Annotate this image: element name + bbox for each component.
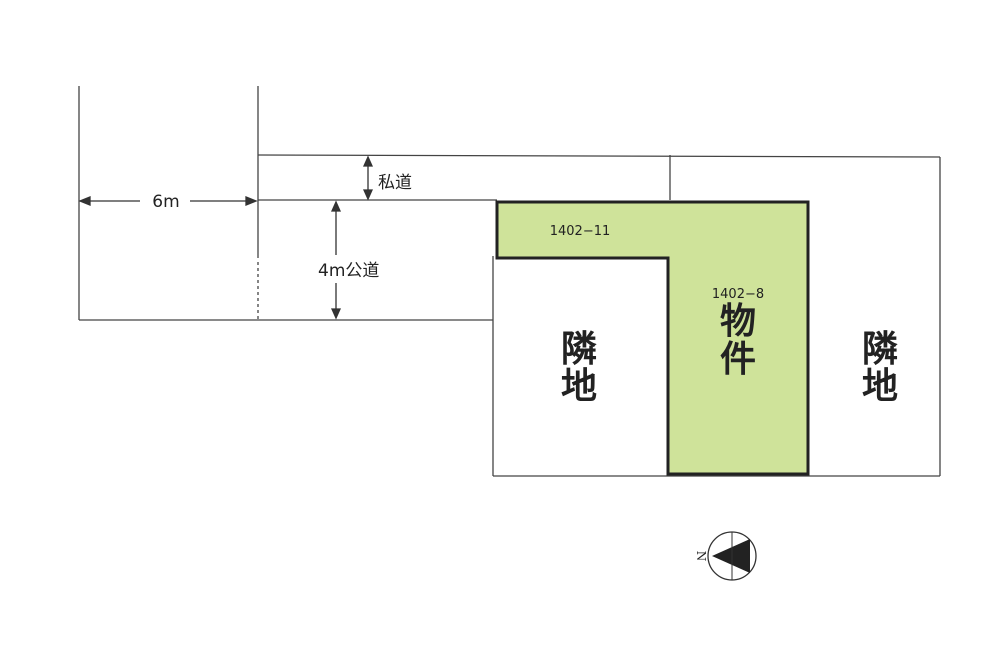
lot-number-b: 1402−8	[712, 287, 764, 302]
lot-number-a: 1402−11	[550, 224, 611, 239]
property-label-char1: 物	[720, 301, 756, 342]
boundary-lines	[78, 86, 941, 477]
property-parcel	[495, 200, 810, 476]
neighbor-left-char2: 地	[561, 366, 597, 407]
dimension-6m	[78, 196, 258, 206]
property-label-char2: 件	[720, 339, 756, 380]
north-arrow-icon: N	[694, 531, 757, 581]
north-label: N	[694, 551, 708, 562]
dimension-private-road	[362, 155, 374, 201]
neighbor-left-char1: 隣	[561, 329, 597, 370]
private-road-top	[257, 154, 941, 158]
dimension-public-road	[330, 200, 342, 320]
neighbor-right-char2: 地	[862, 366, 898, 407]
road-width-label: 6m	[152, 192, 179, 212]
private-road-label: 私道	[378, 173, 412, 193]
neighbor-right-char1: 隣	[862, 329, 898, 370]
public-road-label: 4m公道	[318, 261, 379, 281]
